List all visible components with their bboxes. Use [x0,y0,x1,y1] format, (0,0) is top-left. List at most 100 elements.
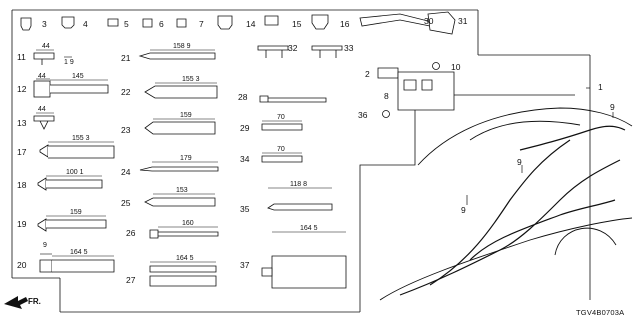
callout-9-lower: 9 [461,205,466,215]
dimension-27-length: 164 5 [176,255,194,262]
clip-15-icon [264,15,279,26]
clip-20-icon [39,259,53,273]
dimension-26-length: 160 [182,220,194,227]
callout-16: 16 [340,19,350,29]
clip-3-icon [20,17,32,31]
relay-box-parts [377,62,455,118]
callout-15: 15 [292,19,302,29]
clip-34-icon [261,155,303,163]
callout-25: 25 [121,198,131,208]
connector-2-icon [377,67,399,79]
clip-16-icon [311,14,329,30]
clip-29-icon [261,123,303,131]
callout-9-upper: 9 [610,102,615,112]
callout-6: 6 [159,19,164,29]
dimension-18-length: 100 1 [66,169,84,176]
tie-27b-icon [149,265,217,273]
band-17-icon [48,145,115,159]
callout-34: 34 [240,154,250,164]
front-direction-arrow-icon [4,296,28,309]
callout-33: 33 [344,43,354,53]
clip-6-icon [142,18,153,28]
dimension-23-length: 159 [180,112,192,119]
callout-27: 27 [126,275,136,285]
diagram-code: TGV4B0703A [576,308,624,317]
band-18-icon [46,179,103,189]
dimension-lines [36,49,346,263]
callout-17: 17 [17,147,27,157]
band-12-icon [50,84,109,94]
dimension-17-length: 155 3 [72,135,90,142]
relay-box-8-icon [397,71,455,111]
dimension-37-length: 164 5 [300,225,318,232]
clip-11-icon [33,52,55,65]
band-24-icon [139,166,219,172]
bracket-33-icon [311,45,343,58]
bracket-31-icon [427,11,456,35]
callout-35: 35 [240,204,250,214]
tie-37-head-icon [261,267,273,277]
band-clip-column-middle [138,52,219,287]
dimension-20-head: 9 [43,242,47,249]
frame-left-line [11,10,61,312]
band-19-icon [46,219,107,229]
callout-9-middle: 9 [517,157,522,167]
dimension-11-width: 44 [42,43,50,50]
leader-lines [466,87,614,205]
callout-12: 12 [17,84,27,94]
callout-7: 7 [199,19,204,29]
callout-3: 3 [42,19,47,29]
band-clip-column-left [33,52,115,273]
dimension-12-width: 44 [38,73,46,80]
band-35-icon [267,203,333,211]
callout-30: 30 [424,16,434,26]
callout-26: 26 [126,228,136,238]
callout-8: 8 [384,91,389,101]
clip-13-icon [33,115,55,130]
clip-4-icon [61,16,75,29]
tie-37-icon [271,255,347,289]
dimension-24-length: 179 [180,155,192,162]
dimension-22-length: 155 3 [182,76,200,83]
callout-10: 10 [451,62,461,72]
callout-18: 18 [17,180,27,190]
callout-5: 5 [124,19,129,29]
wire-harness-1 [399,125,626,296]
callout-2: 2 [365,69,370,79]
front-direction-label: FR. [28,297,41,306]
dimension-34-length: 70 [277,146,285,153]
callout-29: 29 [240,123,250,133]
dimension-20-length: 164 5 [70,249,88,256]
dimension-labels: 44 1 9 44 145 44 155 3 100 1 159 9 164 5… [38,43,318,262]
clip-12-icon [33,80,51,98]
car-body-line [417,107,633,166]
callout-11: 11 [17,52,26,62]
dimension-29-length: 70 [277,114,285,121]
car-rear-line [379,217,633,301]
callout-1: 1 [598,82,603,92]
clip-14-icon [217,15,233,30]
callout-23: 23 [121,125,131,135]
dimension-13-width: 44 [38,106,46,113]
band-22-icon [144,85,218,99]
clip-5-icon [107,18,119,27]
clip-28-icon [259,95,327,103]
car-roof-line [469,120,581,141]
callout-31: 31 [458,16,468,26]
callout-28: 28 [238,92,248,102]
nut-10-icon [432,62,440,70]
band-clip-column-right [257,45,347,289]
band-23-icon [144,121,216,135]
callout-labels: 3 4 5 6 7 14 15 16 30 31 11 12 13 17 18 … [17,16,615,285]
callout-22: 22 [121,87,131,97]
callout-13: 13 [17,118,27,128]
callout-19: 19 [17,219,27,229]
callout-4: 4 [83,19,88,29]
callout-20: 20 [17,260,27,270]
clip-18-icon [37,177,47,191]
band-25-icon [144,197,216,207]
band-26-icon [149,229,219,239]
bracket-32-icon [257,45,289,58]
clip-7-icon [176,18,187,28]
